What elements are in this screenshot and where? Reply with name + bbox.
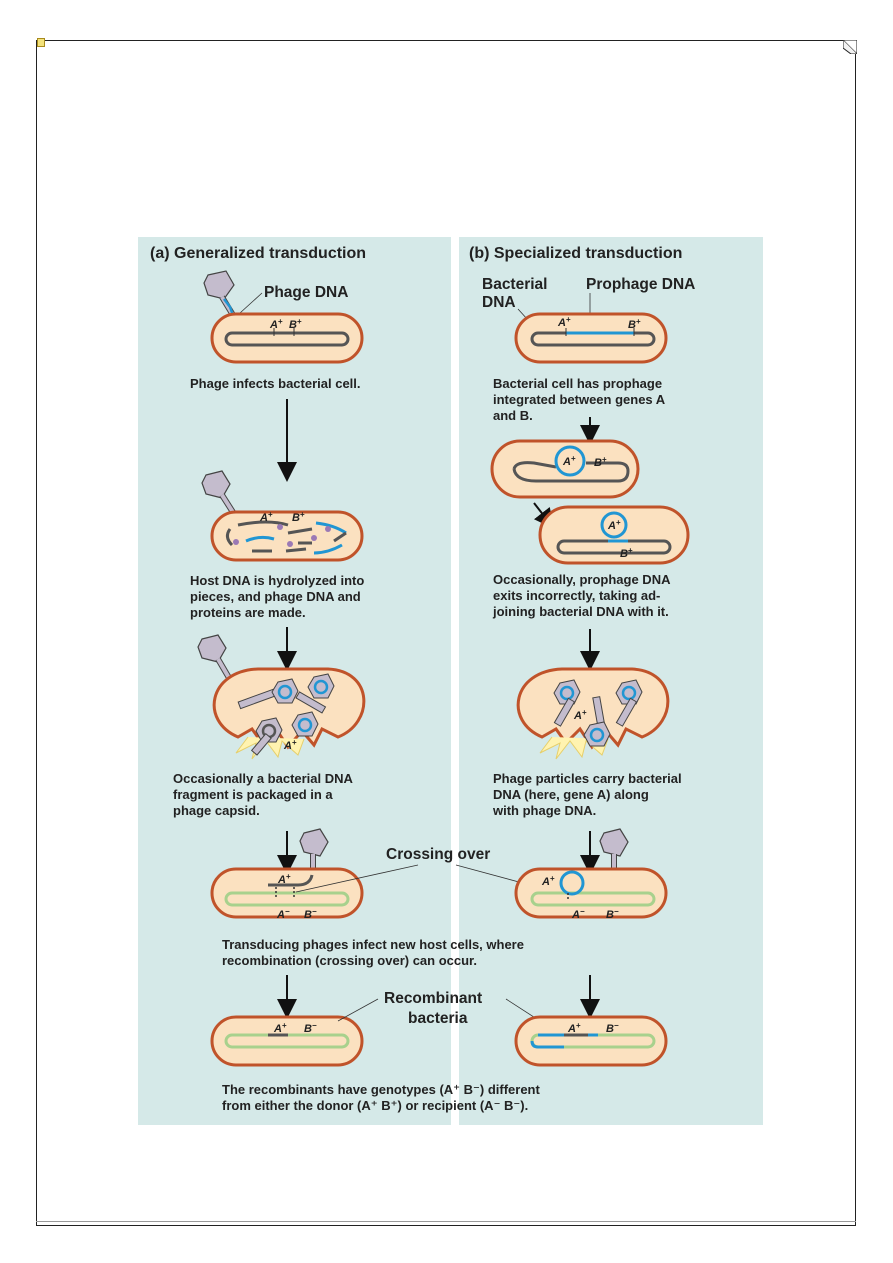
svg-text:A+: A+	[607, 518, 621, 532]
svg-text:A+: A+	[541, 874, 555, 888]
caption-b3: Phage particles carry bacterial DNA (her…	[492, 771, 685, 818]
caption-shared-2: The recombinants have genotypes (A⁺ B⁻) …	[222, 1082, 543, 1113]
caption-a3: Occasionally a bacterial DNA fragment is…	[173, 771, 356, 818]
b1-cell	[514, 312, 668, 364]
svg-text:A+: A+	[557, 315, 571, 329]
page-frame	[36, 40, 856, 1226]
b5-cell	[514, 1015, 668, 1067]
annotation-marker-icon[interactable]	[37, 38, 45, 47]
svg-text:A+: A+	[573, 708, 587, 722]
svg-text:B−: B−	[606, 907, 619, 921]
transduction-figure: (a) Generalized transduction (b) Special…	[138, 237, 763, 1125]
svg-text:A−: A−	[571, 907, 585, 921]
label-bacterial: Bacterial	[482, 276, 547, 293]
svg-text:A+: A+	[259, 510, 273, 524]
svg-text:B+: B+	[594, 455, 607, 469]
svg-text:B+: B+	[628, 317, 641, 331]
svg-text:B−: B−	[304, 907, 317, 921]
b3-phage-particles	[553, 679, 643, 747]
svg-text:B+: B+	[289, 317, 302, 331]
svg-text:A+: A+	[283, 738, 297, 752]
page-fold-corner	[843, 40, 857, 54]
b2b-cell	[538, 505, 690, 565]
svg-text:B+: B+	[292, 510, 305, 524]
svg-text:A−: A−	[276, 907, 290, 921]
panel-a-title: (a) Generalized transduction	[150, 245, 366, 262]
a3-phage-particles	[237, 673, 335, 756]
svg-text:B+: B+	[620, 546, 633, 560]
caption-shared-1: Transducing phages infect new host cells…	[222, 937, 528, 968]
label-bacteria: bacteria	[408, 1010, 468, 1027]
label-recombinant: Recombinant	[384, 990, 482, 1007]
svg-text:A+: A+	[269, 317, 283, 331]
label-prophage-dna: Prophage DNA	[586, 276, 695, 293]
svg-text:A+: A+	[277, 872, 291, 886]
svg-text:A+: A+	[562, 454, 576, 468]
svg-text:A+: A+	[273, 1021, 287, 1035]
a2-dna-fragments	[225, 520, 347, 555]
caption-a1: Phage infects bacterial cell.	[190, 376, 361, 391]
b2a-cell	[490, 439, 640, 499]
svg-text:B−: B−	[606, 1021, 619, 1035]
label-crossing-over: Crossing over	[386, 846, 490, 863]
caption-a2: Host DNA is hydrolyzed into pieces, and …	[190, 573, 368, 620]
caption-b2: Occasionally, prophage DNA exits incorre…	[492, 572, 674, 619]
svg-text:A+: A+	[567, 1021, 581, 1035]
a5-cell	[210, 1015, 364, 1067]
caption-b1: Bacterial cell has prophage integrated b…	[493, 376, 668, 423]
panel-b-title: (b) Specialized transduction	[469, 245, 682, 262]
label-phage-dna: Phage DNA	[264, 284, 348, 301]
svg-text:B−: B−	[304, 1021, 317, 1035]
label-dna: DNA	[482, 294, 516, 311]
a1-cell	[210, 312, 364, 364]
